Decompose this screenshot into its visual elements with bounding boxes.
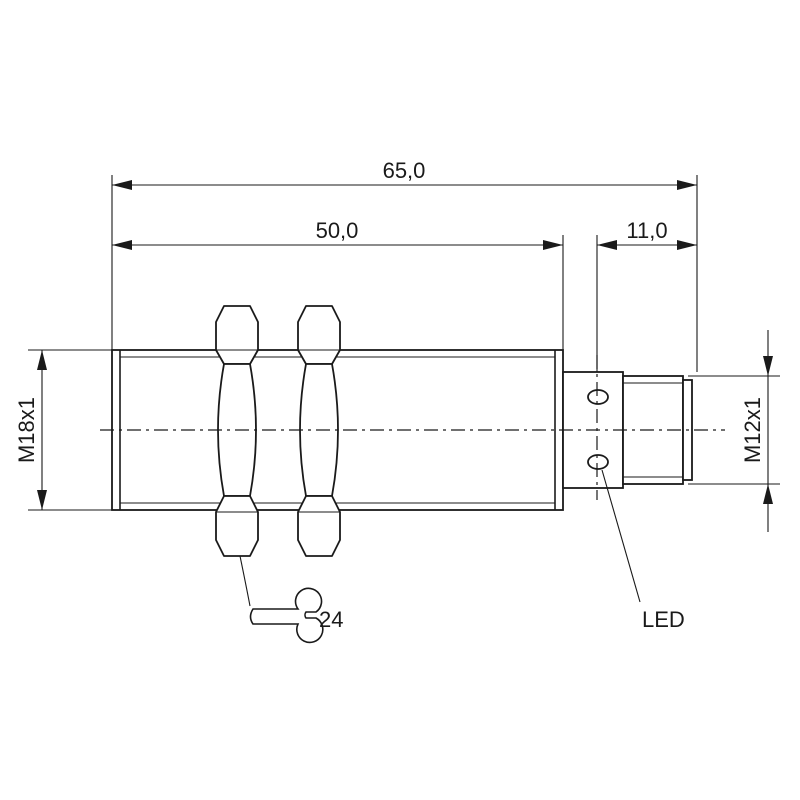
dimension-connector-length: 11,0 (597, 218, 697, 250)
dimension-overall-length: 65,0 (112, 158, 697, 190)
connector-length-label: 11,0 (626, 218, 667, 243)
wrench-icon (249, 587, 324, 644)
led-callout: LED (601, 469, 685, 632)
connector-thread-label: M12x1 (740, 397, 765, 463)
dimension-body-thread: M18x1 (14, 350, 47, 510)
centerlines (100, 355, 725, 500)
hex-nut-left (215, 305, 259, 557)
wrench-size-label: 24 (319, 607, 343, 632)
dimension-connector-thread: M12x1 (740, 330, 773, 532)
dimension-body-length: 50,0 (112, 218, 563, 250)
led-label: LED (642, 607, 685, 632)
hex-nut-right (297, 305, 341, 557)
body-length-label: 50,0 (316, 218, 359, 243)
overall-length-label: 65,0 (383, 158, 426, 183)
body-thread-label: M18x1 (14, 397, 39, 463)
led-windows (587, 389, 609, 470)
wrench-callout: 24 (239, 555, 343, 644)
